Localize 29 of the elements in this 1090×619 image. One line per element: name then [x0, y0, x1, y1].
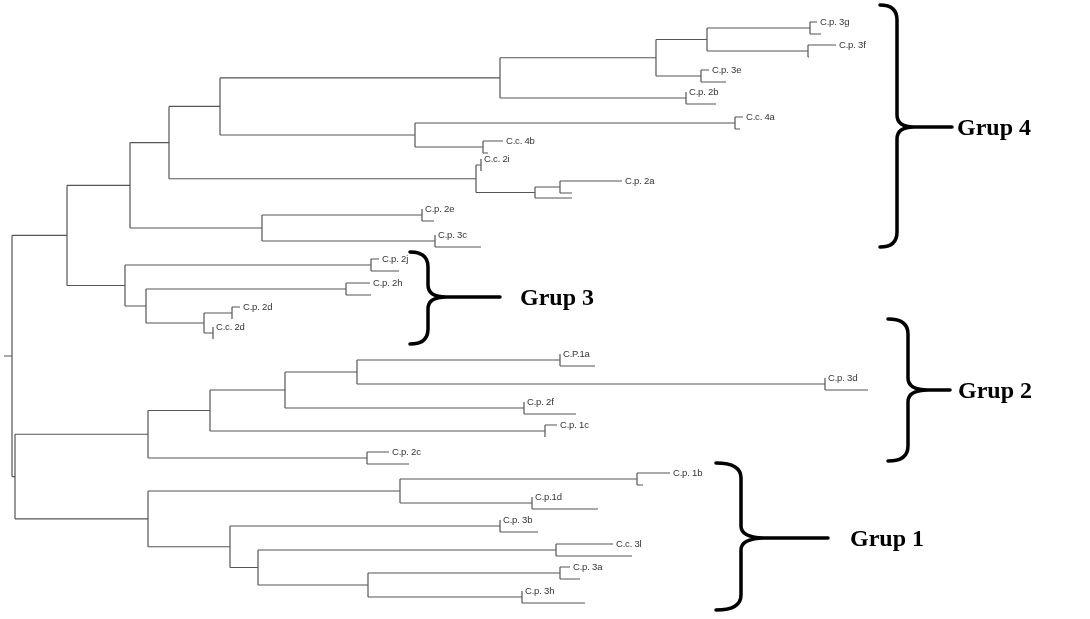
leaf-label: C.p. 3a: [573, 562, 603, 572]
leaf-label: C.p. 3c: [438, 230, 467, 240]
leaf-label: C.p. 2a: [625, 176, 655, 186]
group-label: Grup 2: [958, 378, 1032, 402]
leaf-label: C.p. 2h: [373, 278, 403, 288]
group-label: Grup 1: [850, 526, 924, 550]
leaf-label: C.p. 1c: [560, 420, 589, 430]
leaf-label: C.p. 3h: [525, 586, 555, 596]
leaf-label: C.c. 2i: [484, 154, 510, 164]
leaf-label: C.p. 3g: [820, 17, 850, 27]
leaf-label: C.p.1d: [535, 492, 562, 502]
leaf-label: C.p. 2d: [243, 302, 273, 312]
leaf-label: C.c. 4b: [506, 136, 535, 146]
leaf-label: C.p. 2c: [392, 447, 421, 457]
leaf-label: C.p. 2f: [527, 397, 554, 407]
group-label: Grup 3: [520, 285, 594, 309]
leaf-label: C.p. 1b: [673, 468, 703, 478]
leaf-label: C.p. 3d: [828, 373, 858, 383]
leaf-label: C.p. 2e: [425, 204, 455, 214]
leaf-label: C.c. 2d: [216, 322, 245, 332]
group-label: Grup 4: [957, 115, 1031, 139]
leaf-label: C.P.1a: [563, 349, 590, 359]
leaf-label: C.p. 3e: [712, 65, 742, 75]
leaf-label: C.p. 2j: [382, 254, 409, 264]
leaf-label: C.p. 3f: [839, 40, 866, 50]
leaf-label: C.p. 2b: [689, 87, 719, 97]
leaf-label: C.c. 4a: [746, 112, 775, 122]
leaf-label: C.c. 3l: [616, 539, 642, 549]
leaf-label: C.p. 3b: [503, 515, 533, 525]
